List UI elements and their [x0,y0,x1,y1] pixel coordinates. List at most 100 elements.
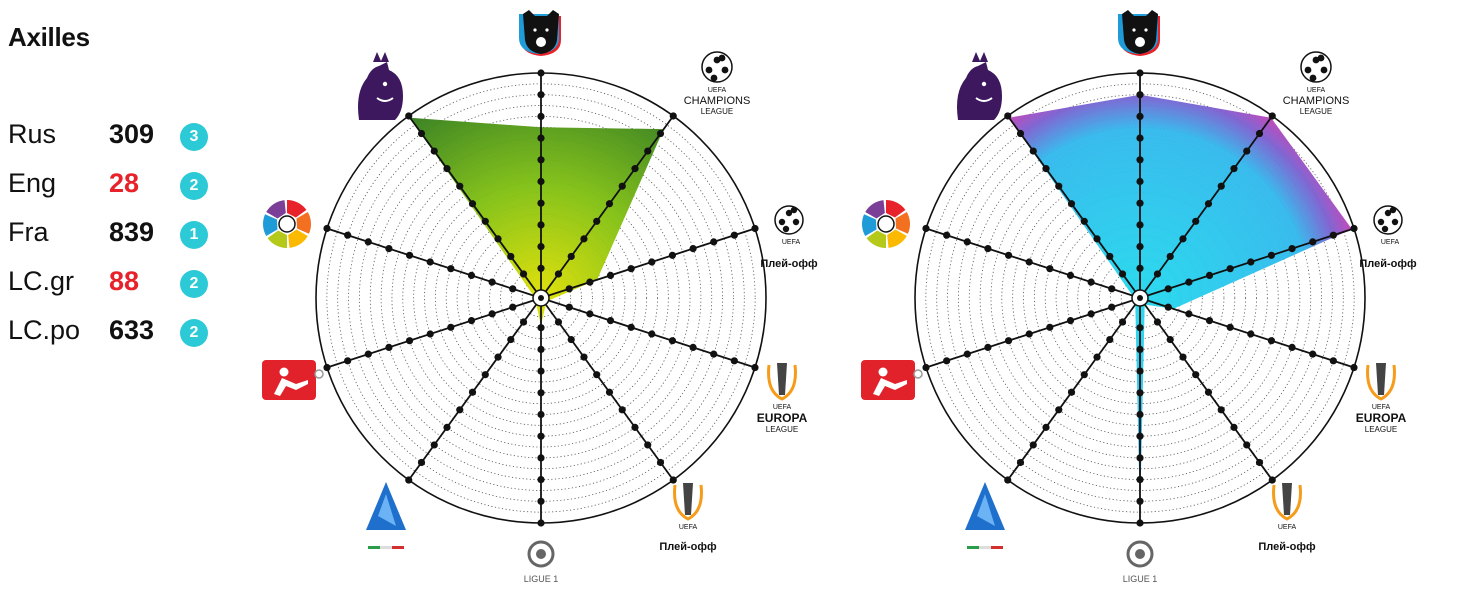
radar-axis-dot [751,224,759,233]
radar-axis-dot [1136,177,1144,186]
uel-uefa: UEFA [773,404,792,411]
serie-a-icon [366,482,406,549]
radar-axis-dot [668,251,677,259]
bundesliga-icon [861,360,923,400]
uel-europa: EUROPA [1356,411,1407,425]
radar-axis-dot [1309,350,1317,358]
radar-axis-dot [1217,406,1225,414]
uel-league: LEAGUE [1365,425,1397,434]
radar-axis-dot [984,244,992,253]
radar-axis-dot [537,367,545,375]
radar-axis-dot [1217,182,1225,190]
radar-axis-dot [580,235,588,243]
ucl-champions: CHAMPIONS [1283,95,1350,107]
stat-row: Rus 309 3 [8,112,223,161]
lion-mane [358,62,403,120]
radar-axis-dot [710,350,718,358]
radar-axis-dot [730,231,738,239]
radar-axis-dot [1243,147,1251,155]
radar-axis-dot [1136,410,1144,419]
ucl-star [1304,66,1312,74]
radar-axis-dot [1268,112,1276,120]
la-liga-segment [288,229,308,248]
radar-axis-dot [631,423,639,431]
radar-grid-ring [1055,213,1225,383]
stat-badge: 1 [180,221,208,249]
stat-label: Eng [8,168,57,198]
radar-axis-dot [1267,251,1276,259]
radar-axis-dot [481,217,489,225]
radar-axis-dot [1136,476,1144,484]
radar-axis-dot [1166,335,1174,344]
bear-head [523,10,559,54]
radar-axis-dot [1136,156,1144,164]
lion-mane [957,62,1002,120]
radar-axis-dot [537,389,545,397]
lion-crown [972,52,988,62]
ucl-playoff-star [782,225,790,233]
radar-axis-dot [447,265,455,273]
premier-league-lion-icon [957,52,1002,120]
radar-axis-dot [405,476,413,484]
radar-axis-dot [554,270,563,278]
ucl-star [1309,74,1317,82]
radar-axis-dot [1136,91,1144,99]
radar-axis-dot [1106,252,1114,261]
radar-axis-dot [1080,371,1088,379]
radar-axis-dot [417,458,426,467]
radar-axis-dot [1066,271,1075,280]
radar-axis-dot [1247,330,1255,338]
serie-a-flag-white [380,546,392,549]
radar-axis-dot [1118,270,1127,278]
ucl-playoff-star [1384,209,1392,217]
radar-axis-dot [430,441,438,449]
radar-axis-dot [1255,458,1264,467]
radar-axis-dot [656,129,665,138]
radar-axis-dot [1136,243,1144,251]
radar-axis-dot [1230,165,1238,173]
radar-axis-dot [1230,423,1238,431]
radar-axis-dot [943,231,951,239]
radar-axis-dot [605,200,614,208]
radar-axis-dot [1016,458,1025,467]
radar-center-dot [538,295,544,301]
radar-axis-dot [426,330,434,338]
la-liga-icon [862,200,910,248]
radar-axis-dot [751,363,759,372]
radar-axis-dot [627,323,635,331]
uel-league: LEAGUE [766,425,798,434]
uel-cup [1376,363,1386,395]
radar-axis-dot [1204,200,1213,208]
radar-axis-dot [567,335,575,344]
premier-league-lion-icon [358,52,403,120]
la-liga-segment [266,200,286,219]
radar-grid-ring [510,267,572,329]
ligue1-icon: LIGUE 1 [524,540,558,584]
radar-axis-dot [1204,388,1213,396]
radar-axis-dot [323,363,331,372]
bundesliga-head [878,367,888,377]
ucl-playoff-star [1381,225,1389,233]
la-liga-segment [886,200,906,218]
stat-row: LC.po 633 2 [8,308,223,357]
bear-head [1122,10,1158,54]
bundesliga-badge [861,360,915,400]
uel-playoff-ring [1272,484,1302,521]
radar-axis-dot [656,458,665,467]
radar-axis-dot [644,441,652,449]
radar-grid-ring [369,126,713,470]
radar-axis-dot [1093,353,1101,361]
radar-axis-dot [323,224,331,233]
radar-grid-ring [1012,170,1268,426]
radar-axis-dot [385,244,393,253]
stat-value: 839 [109,217,155,247]
bear-snout [536,37,546,47]
radar-axis-dot [689,343,697,352]
radar-axis-dot [537,199,545,207]
radar-axis-dot [507,335,515,344]
uel-playoff-uefa: UEFA [1278,524,1297,531]
radar-axis-dot [668,337,677,345]
